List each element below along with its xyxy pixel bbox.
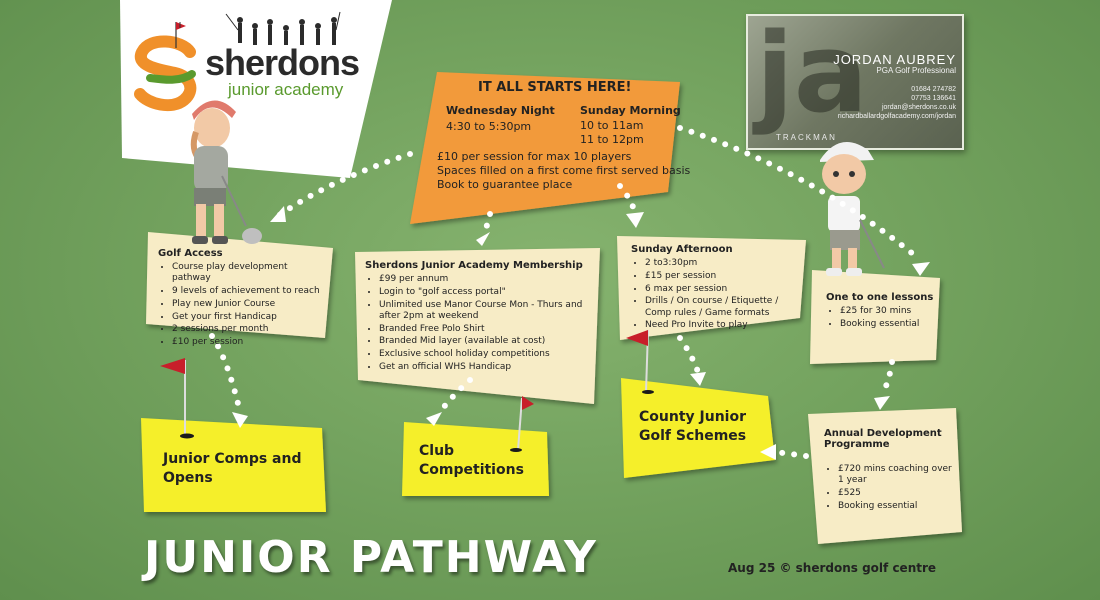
list-item: Course play development pathway [172,262,328,285]
start-box-shape [410,72,680,224]
logo-background [120,0,392,178]
start-note: Book to guarantee place [437,178,573,191]
list-item: £25 for 30 mins [840,306,936,317]
phone-2: 07753 136641 [911,95,956,102]
membership-card: Sherdons Junior Academy Membership £99 p… [365,260,593,375]
list-item: £15 per session [645,271,801,282]
sherdons-logo-icon [134,22,197,112]
brand-name: sherdons [205,42,360,83]
list-item: Booking essential [838,501,954,512]
golf-access-card: Golf Access Course play development path… [158,248,328,350]
monogram-logo: ja [756,14,868,137]
annual-dev-card: Annual Development Programme £720 mins c… [824,428,954,514]
list-item: £10 per session [172,337,328,348]
club-comps-label: Club Competitions [419,443,524,478]
coach-name: JORDAN AUBREY [833,52,956,67]
wednesday-label: Wednesday Night [446,104,555,117]
membership-title: Sherdons Junior Academy Membership [365,260,583,271]
list-item: 9 levels of achievement to reach [172,286,328,297]
list-item: 2 sessions per month [172,324,328,335]
list-item: Need Pro Invite to play [645,320,801,331]
list-item: Get an official WHS Handicap [379,362,593,373]
list-item: Exclusive school holiday competitions [379,349,593,360]
list-item: Login to "golf access portal" [379,287,593,298]
sunday-afternoon-card: Sunday Afternoon 2 to3:30pm £15 per sess… [631,244,801,333]
coach-title: PGA Golf Professional [876,66,956,75]
one-to-one-card: One to one lessons £25 for 30 mins Booki… [826,292,936,332]
golf-access-title: Golf Access [158,248,223,259]
list-item: Unlimited use Manor Course Mon - Thurs a… [379,300,593,323]
coach-website: richardballardgolfacademy.com/jordan [837,113,956,120]
logo-panel: sherdons junior academy [0,0,400,180]
list-item: Drills / On course / Etiquette / Comp ru… [645,296,801,319]
trackman-label: TRACKMAN [776,133,837,142]
list-item: £525 [838,488,954,499]
annual-dev-title: Annual Development Programme [824,428,942,450]
list-item: Play new Junior Course [172,299,328,310]
brand-subtitle: junior academy [228,80,344,99]
list-item: Get your first Handicap [172,312,328,323]
flag-icon [626,329,654,394]
junior-comps-label: Junior Comps and Opens [163,451,302,486]
list-item: £99 per annum [379,274,593,285]
start-note: £10 per session for max 10 players [437,150,632,163]
list-item: £720 mins coaching over 1 year [838,464,954,487]
boy-golfer-character [820,142,885,276]
county-label: County Junior Golf Schemes [639,409,747,444]
sunday-afternoon-title: Sunday Afternoon [631,244,733,255]
flag-icon [160,358,194,439]
sunday-time: 10 to 11am [580,119,644,132]
list-item: 6 max per session [645,284,801,295]
list-item: Booking essential [840,319,936,330]
sunday-label: Sunday Morning [580,104,681,117]
business-card: ja JORDAN AUBREY PGA Golf Professional 0… [746,14,964,150]
page-title: JUNIOR PATHWAY [144,532,598,583]
start-note: Spaces filled on a first come first serv… [437,164,691,177]
wednesday-time: 4:30 to 5:30pm [446,120,532,133]
list-item: Branded Mid layer (available at cost) [379,336,593,347]
coach-email: jordan@sherdons.co.uk [881,104,956,111]
list-item: 2 to3:30pm [645,258,801,269]
phone-1: 01684 274782 [911,86,956,93]
footer-credit: Aug 25 © sherdons golf centre [728,561,937,575]
one-to-one-title: One to one lessons [826,292,934,303]
list-item: Branded Free Polo Shirt [379,324,593,335]
start-heading: IT ALL STARTS HERE! [478,80,632,95]
golfer-silhouettes-icon [225,11,341,45]
sunday-time: 11 to 12pm [580,133,644,146]
